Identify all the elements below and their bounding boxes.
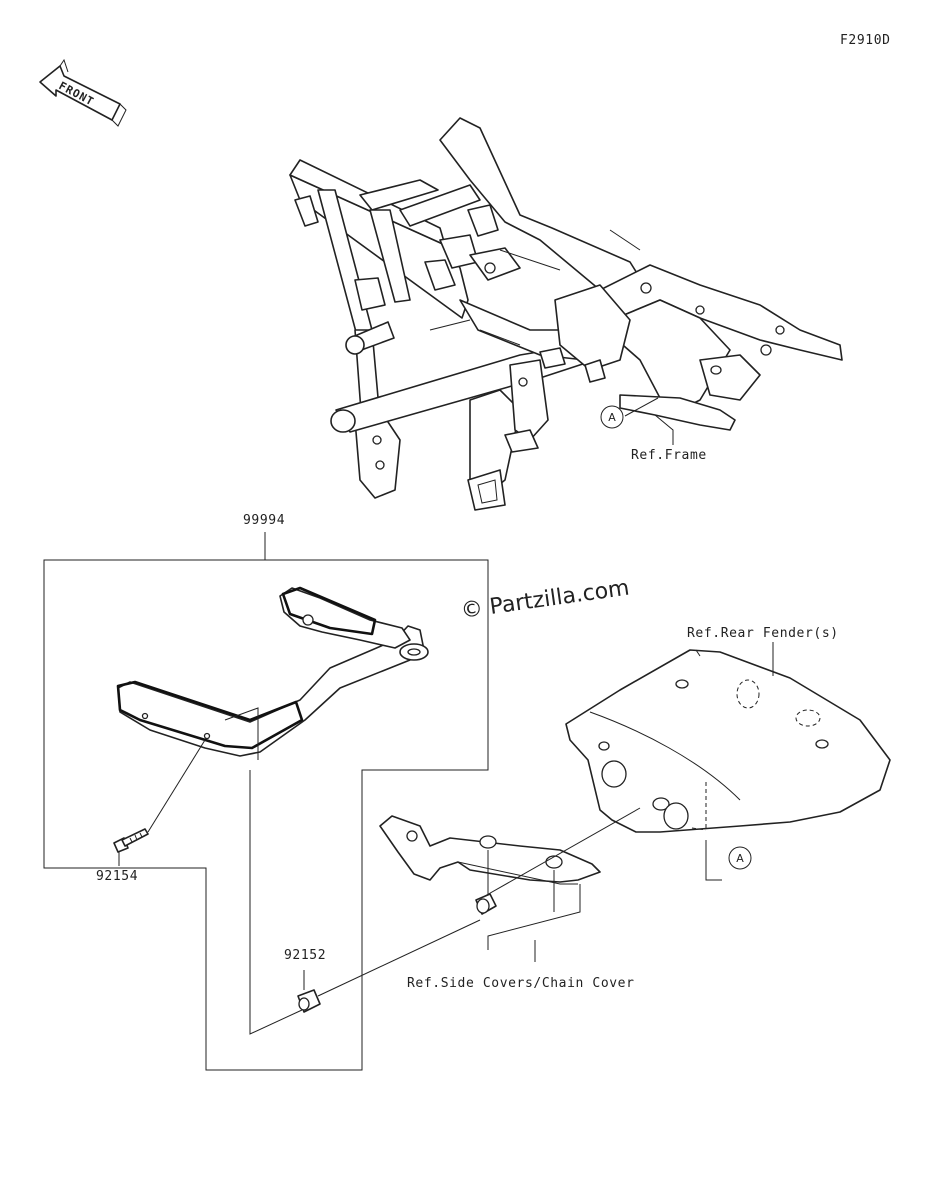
- bolt-92154-icon: [113, 739, 206, 866]
- ref-frame-label: Ref.Frame: [631, 448, 707, 463]
- svg-text:A: A: [736, 852, 744, 865]
- marker-a-fender: A: [728, 846, 752, 870]
- partzilla-watermark: © Partzilla.com: [459, 576, 631, 624]
- side-cover-drawing: [379, 807, 641, 962]
- svg-text:A: A: [608, 411, 616, 424]
- marker-a-frame: A: [600, 405, 624, 429]
- collar-92152-icon: [249, 770, 481, 1035]
- part-number-92154: 92154: [96, 869, 138, 884]
- kit-outline: [43, 559, 489, 1071]
- part-number-92152: 92152: [284, 948, 326, 963]
- ref-rear-fender-label: Ref.Rear Fender(s): [687, 626, 839, 641]
- ref-side-covers-label: Ref.Side Covers/Chain Cover: [407, 976, 635, 991]
- frame-drawing: [289, 117, 843, 511]
- grab-rail-drawing: [116, 586, 429, 760]
- front-arrow-icon: FRONT: [39, 58, 127, 127]
- diagram-code: F2910D: [840, 33, 891, 48]
- part-number-99994: 99994: [243, 513, 285, 528]
- rear-fender-drawing: [565, 642, 891, 881]
